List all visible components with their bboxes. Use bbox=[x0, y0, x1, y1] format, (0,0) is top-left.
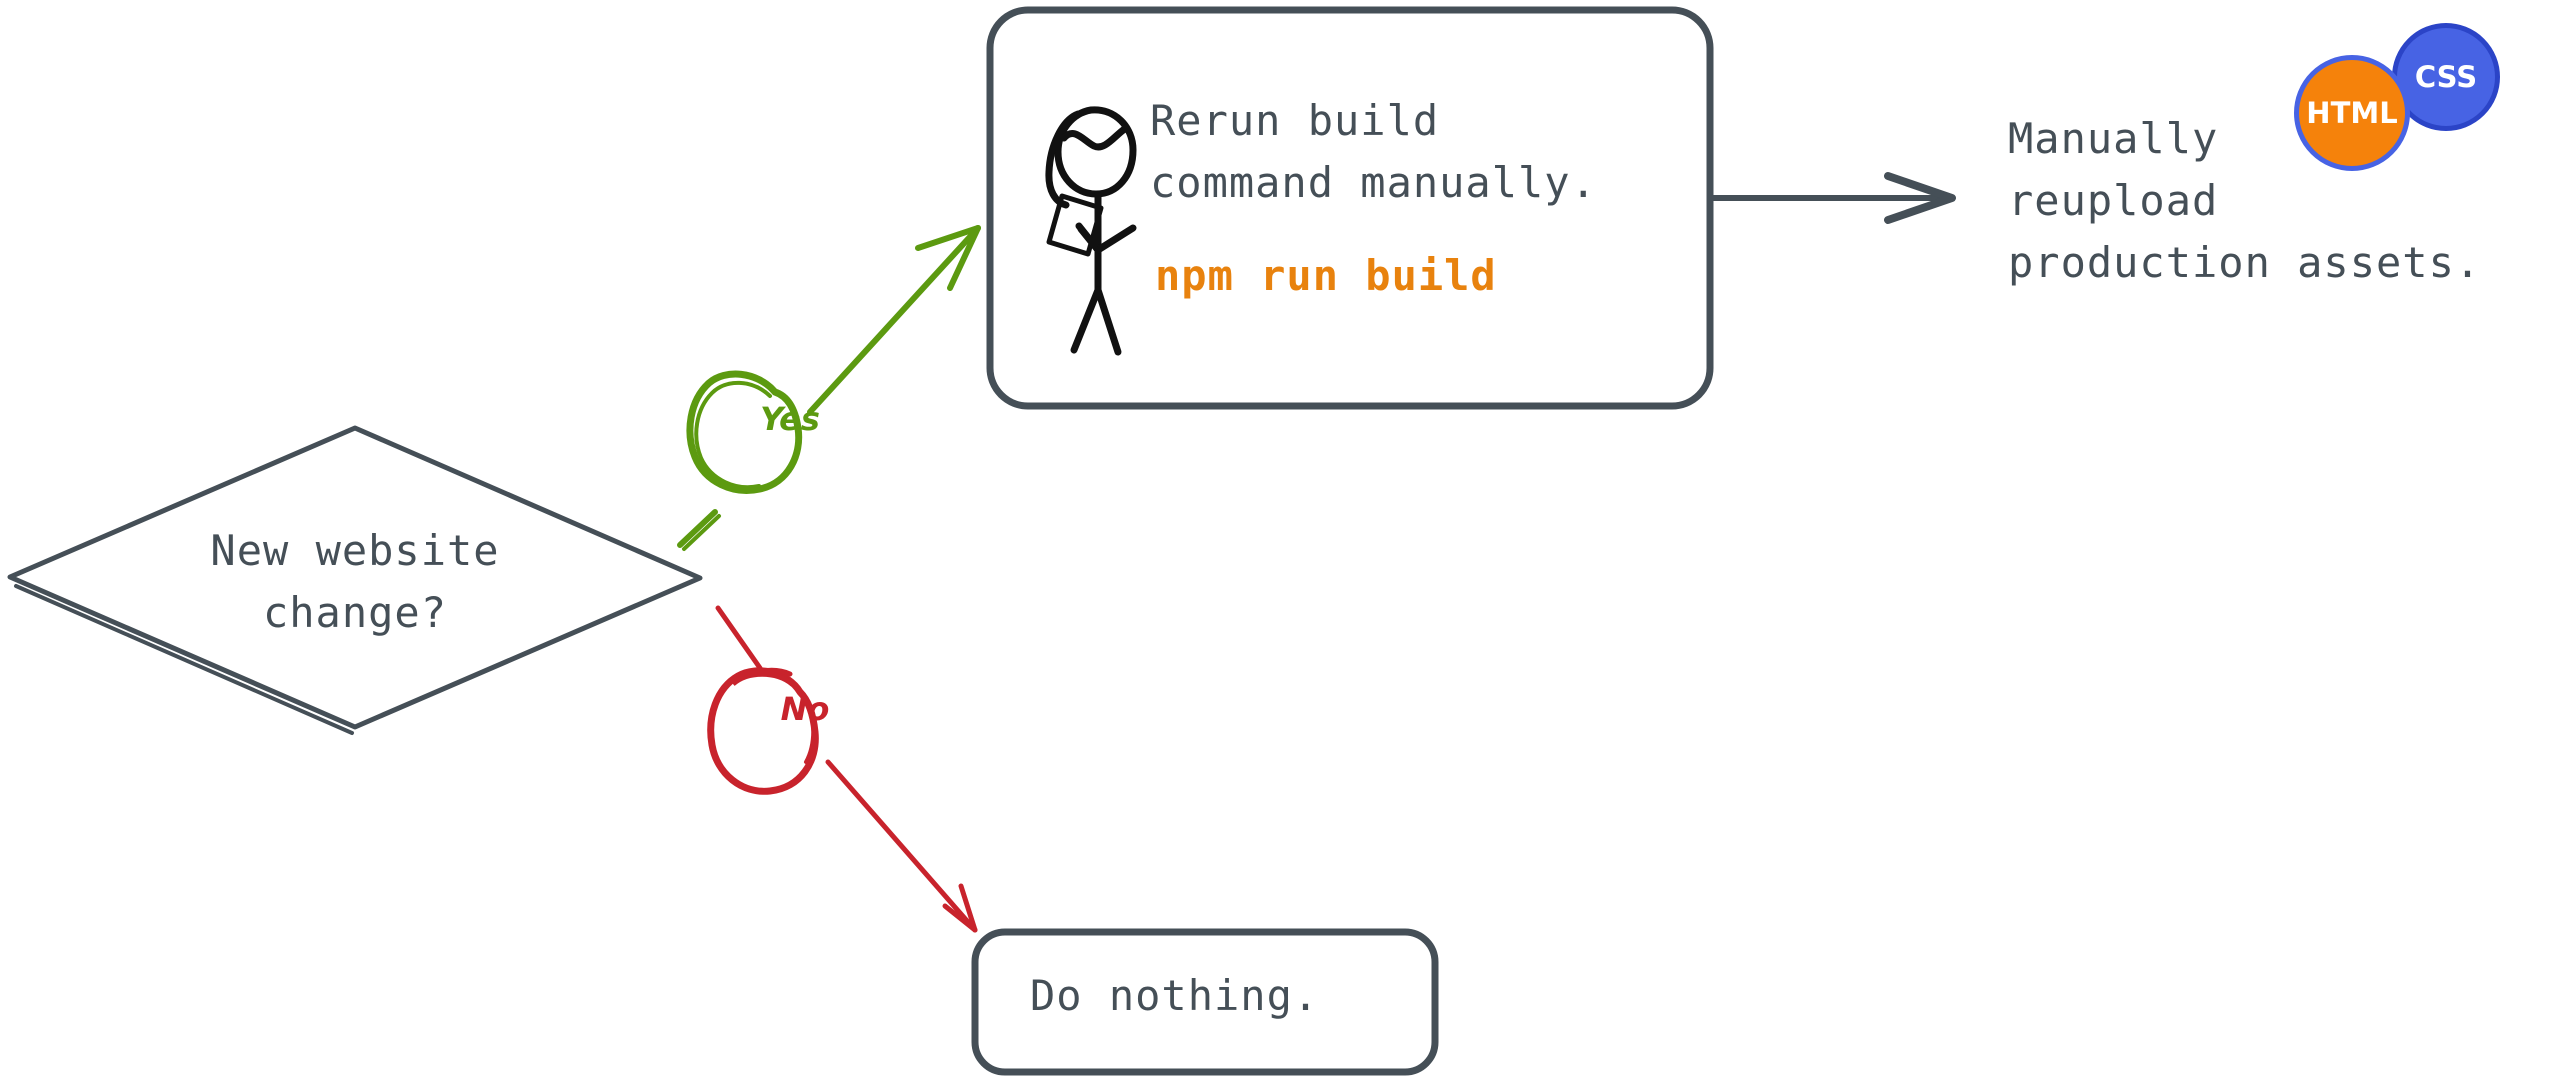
decision-diamond[interactable] bbox=[7, 425, 703, 735]
edge-label-no-circle bbox=[707, 667, 819, 795]
css-badge: CSS bbox=[2392, 23, 2500, 131]
edge-no bbox=[715, 605, 978, 933]
edge-to-outcome bbox=[1709, 172, 1956, 224]
html-badge: HTML bbox=[2294, 55, 2410, 171]
do-nothing-box[interactable] bbox=[971, 928, 1439, 1076]
stick-figure-on-phone-icon bbox=[1045, 106, 1137, 356]
edge-yes bbox=[677, 225, 981, 551]
edge-label-yes-circle bbox=[686, 370, 803, 494]
rerun-build-box[interactable] bbox=[986, 6, 1714, 410]
